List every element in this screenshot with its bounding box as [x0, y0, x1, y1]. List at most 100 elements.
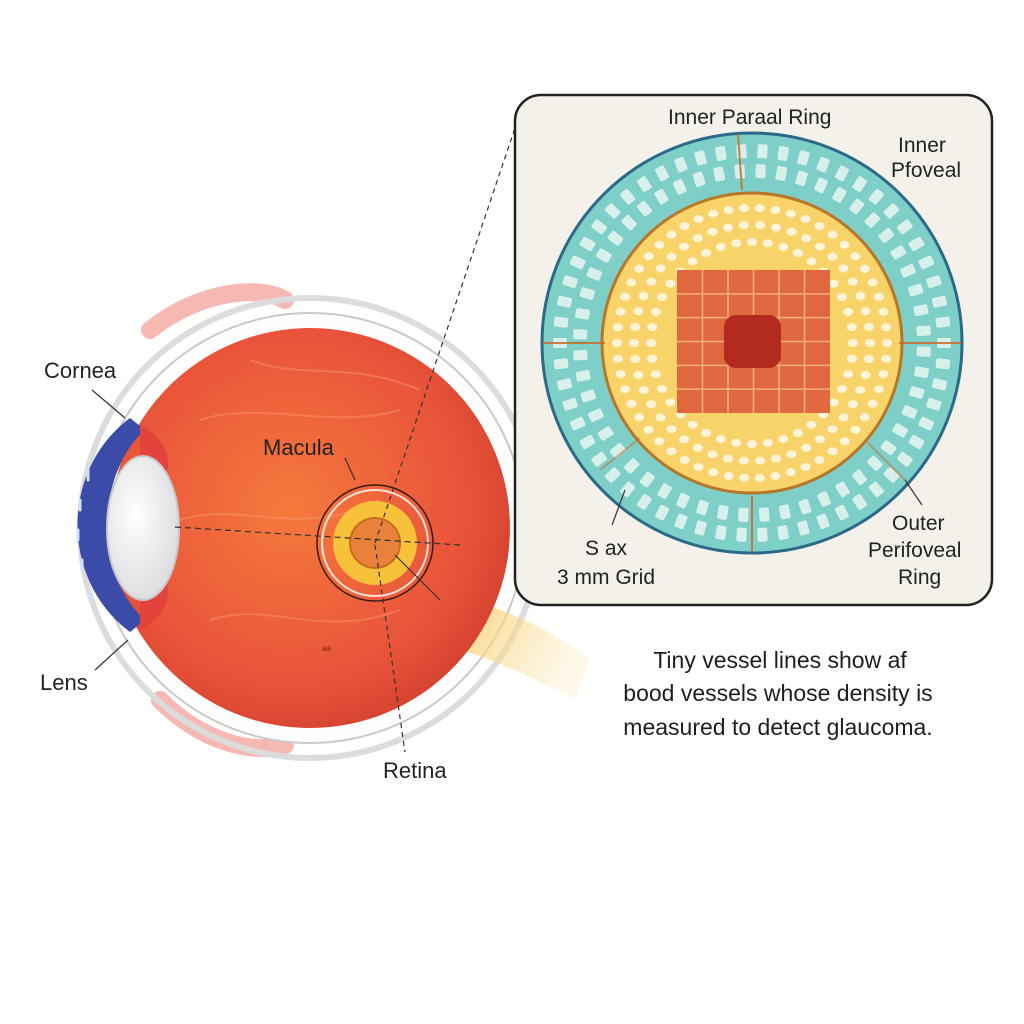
- outer-ring-dash: [935, 316, 951, 328]
- inner-ring-dot: [643, 425, 654, 434]
- inner-ring-dot: [755, 221, 766, 230]
- grid-center-fovea: [724, 315, 781, 368]
- outer-ring-dash: [604, 467, 621, 483]
- outer-ring-dash: [775, 166, 788, 181]
- inner-ring-dot: [863, 322, 874, 331]
- inner-ring-dot: [620, 292, 631, 301]
- inner-ring-dot: [692, 443, 703, 452]
- outer-ring-dash: [897, 219, 913, 235]
- inner-ring-dot: [723, 471, 734, 480]
- outer-ring-dash: [573, 329, 588, 340]
- outer-ring-dash: [569, 416, 586, 431]
- inner-ring-dot: [838, 264, 849, 273]
- outer-perifoveal-label-2: Perifoveal: [868, 539, 961, 562]
- outer-ring-dash: [897, 451, 913, 467]
- inner-ring-dot: [679, 435, 689, 444]
- outer-ring-dash: [852, 469, 867, 486]
- outer-ring-dash: [738, 507, 749, 522]
- outer-ring-dash: [797, 520, 810, 536]
- outer-ring-dash: [586, 267, 603, 281]
- outer-ring-dash: [926, 397, 942, 411]
- grid-leader: [611, 489, 626, 526]
- inner-parafoveal-label: Inner Paraal Ring: [668, 106, 831, 129]
- inner-ring-dot: [615, 370, 626, 379]
- inner-ring-dot: [739, 204, 750, 213]
- outer-ring-dash: [778, 504, 791, 520]
- outer-ring-dash: [852, 176, 867, 192]
- outer-ring-dash: [655, 504, 670, 521]
- inner-ring-dot: [762, 438, 773, 447]
- cornea-highlights: [76, 468, 92, 602]
- sector-lines: [543, 133, 961, 552]
- inner-ring-dot: [815, 242, 825, 251]
- retina-label: Retina: [383, 758, 447, 783]
- outer-ring-dash: [637, 494, 652, 510]
- grid-label-2: 3 mm Grid: [557, 566, 655, 589]
- vessel-texture: [179, 359, 421, 623]
- outer-ring-dash: [607, 230, 624, 246]
- outer-ring-dash: [736, 527, 747, 542]
- inner-ring-dot: [723, 223, 733, 232]
- outer-ring-dash: [890, 245, 907, 260]
- inner-ring-dot: [859, 264, 870, 273]
- outer-ring-dash: [694, 150, 707, 166]
- inner-ring-dot: [847, 400, 858, 409]
- inner-ring-dot: [692, 234, 703, 243]
- outer-ring-dash: [597, 426, 614, 441]
- lens-label: Lens: [40, 670, 88, 695]
- inner-ring-dot: [633, 370, 644, 379]
- cornea-leader: [91, 389, 126, 419]
- inner-ring-dot: [800, 215, 811, 223]
- inner-ring-dot: [771, 454, 781, 463]
- inner-ring-dot: [687, 420, 698, 429]
- inner-ring-dot: [778, 435, 789, 444]
- inner-ring-dot: [848, 339, 858, 347]
- outer-ring-dash: [755, 164, 766, 179]
- inner-ring-dot: [701, 429, 712, 437]
- inner-ring-dot: [839, 437, 850, 446]
- lens-leader: [94, 639, 129, 671]
- inner-ring-dot: [679, 242, 689, 251]
- outer-ring-dash: [908, 283, 924, 297]
- inner-ring-dot: [665, 279, 676, 288]
- inner-ring-dot: [881, 354, 892, 363]
- inner-ring-dot: [785, 468, 796, 477]
- inner-ring-dot: [626, 399, 637, 408]
- inner-ring-dot: [859, 413, 870, 422]
- outer-ring-dash: [639, 471, 655, 488]
- inner-ring-dot: [863, 355, 874, 364]
- outer-perifoveal-label-1: Outer: [892, 512, 945, 535]
- inner-ring-dot: [646, 339, 656, 347]
- inner-ring-dot: [843, 307, 854, 316]
- inner-ring-dot: [846, 354, 857, 363]
- inset-panel: Inner Paraal Ring Inner Pfoveal S ax 3 m…: [513, 93, 994, 607]
- outer-ring-dash: [736, 144, 747, 159]
- outer-ring-dash: [621, 215, 637, 231]
- macula-label: Macula: [263, 435, 335, 460]
- inner-ring-dot: [747, 238, 757, 246]
- macula-ring-outer: [316, 484, 434, 602]
- outer-ring-dash: [916, 325, 931, 337]
- outer-ring-dash: [849, 198, 865, 215]
- outer-ring-dash: [580, 389, 596, 403]
- outer-ring-dash: [918, 416, 935, 431]
- inner-ring-dot: [754, 204, 765, 213]
- inner-ring-dot: [867, 399, 878, 408]
- outer-ring-dash: [935, 358, 951, 370]
- outer-ring-dashes: [553, 144, 951, 542]
- inner-ring-dot: [827, 252, 838, 261]
- inner-ring-dot: [731, 438, 742, 447]
- outer-ring-dash: [654, 188, 669, 205]
- inner-ring-dot: [708, 209, 719, 218]
- inner-ring-dot: [693, 463, 704, 471]
- outer-ring-dash: [913, 304, 929, 317]
- inner-ring-dot: [666, 230, 677, 239]
- leader-lines: [91, 127, 516, 753]
- outer-ring-dash: [716, 505, 729, 520]
- inner-ring-dot: [755, 456, 766, 465]
- inner-ring-dot: [828, 279, 839, 288]
- caption: Tiny vessel lines show af bood vessels w…: [623, 647, 932, 740]
- outer-ring-dash: [694, 520, 707, 536]
- inner-ring-dot: [846, 323, 857, 332]
- inner-ring-dot: [646, 277, 657, 286]
